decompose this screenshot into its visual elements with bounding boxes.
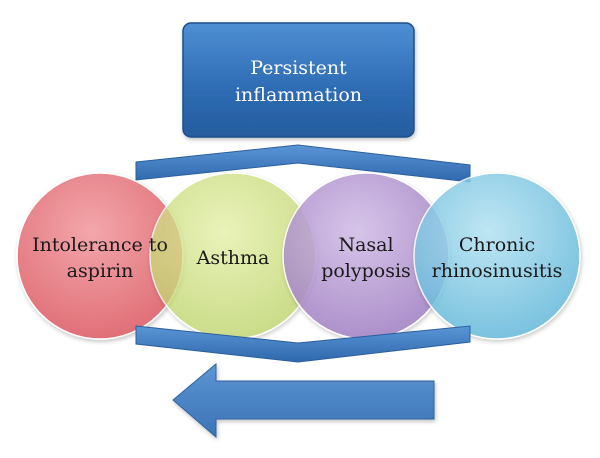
circle-label-aspirin-line2: aspirin xyxy=(67,260,134,282)
left-arrow xyxy=(172,362,435,439)
box-label-line1: Persistent xyxy=(250,57,347,79)
persistent-inflammation-box: Persistent inflammation xyxy=(182,22,415,138)
box-label-line2: inflammation xyxy=(235,84,362,106)
circle-label-asthma: Asthma xyxy=(196,247,270,269)
circle-label-nasal-line1: Nasal xyxy=(338,234,393,256)
circle-chronic-rhinosinusitis xyxy=(413,172,581,340)
circle-label-chronic-line2: rhinosinusitis xyxy=(432,260,563,282)
circle-label-aspirin-line1: Intolerance to xyxy=(32,234,168,256)
circle-label-chronic-line1: Chronic xyxy=(459,234,535,256)
upper-chevron-bar xyxy=(135,144,471,183)
circle-label-nasal-line2: polyposis xyxy=(321,260,411,282)
lower-chevron-bar xyxy=(135,325,471,363)
